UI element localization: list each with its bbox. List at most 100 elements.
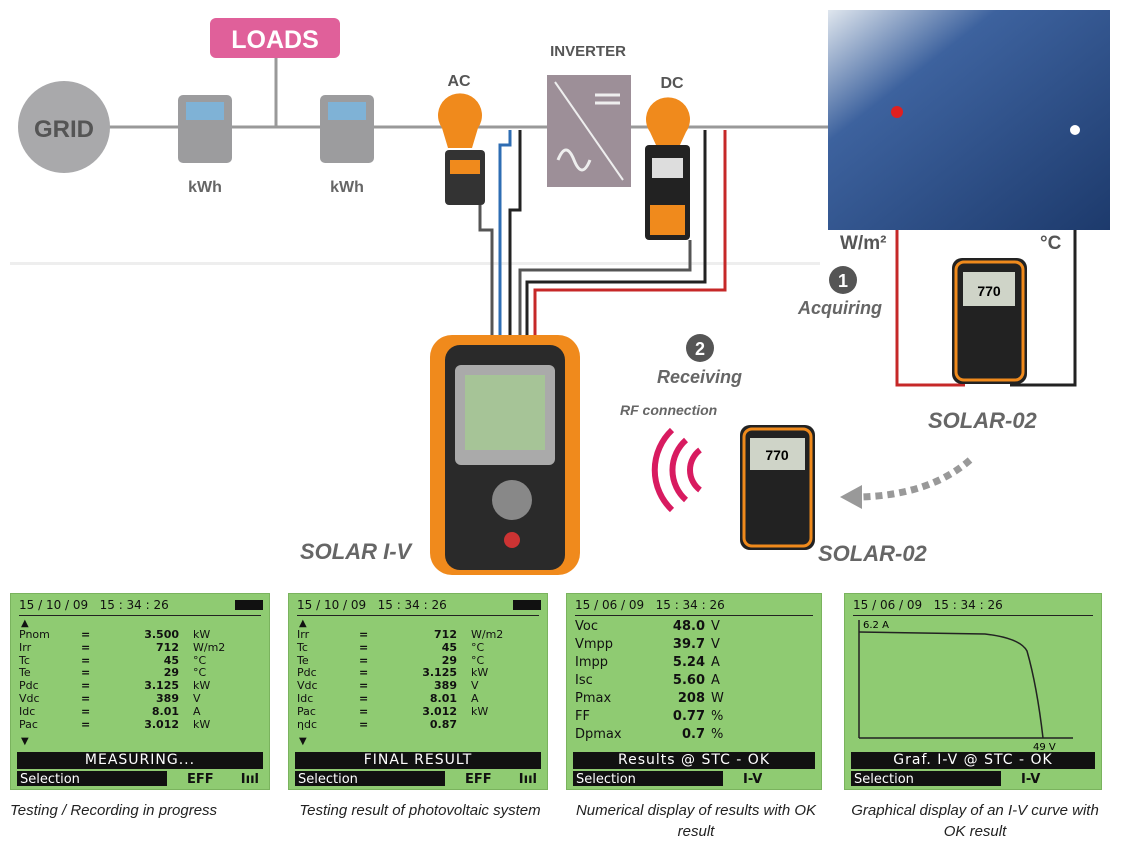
- row-k: FF: [575, 709, 590, 724]
- caption-numeric: Numerical display of results with OK res…: [575, 802, 817, 840]
- caption-final-result: Testing result of photovoltaic system: [299, 802, 541, 819]
- row-eq: =: [81, 679, 91, 693]
- row-k: Pac: [297, 704, 316, 718]
- date: 15 / 10 / 09: [19, 598, 89, 612]
- measurement-row: Te=29°C: [297, 653, 503, 668]
- row-u: A: [711, 673, 720, 688]
- lcd-header: 15 / 06 / 09 15 : 34 : 26: [575, 598, 813, 616]
- lcd-header: 15 / 06 / 09 15 : 34 : 26: [853, 598, 1093, 616]
- measurement-row: Te = 29 °C: [19, 667, 225, 680]
- solar-iv-label: SOLAR I-V: [300, 539, 414, 564]
- result-row: FF 0.77%: [575, 708, 725, 726]
- row-k: Te: [19, 666, 31, 680]
- row-k: Pmax: [575, 691, 612, 706]
- row-v: 29: [163, 666, 179, 680]
- selection-softkey[interactable]: Selection: [17, 771, 167, 787]
- row-u: V: [711, 619, 720, 634]
- irradiance-label: W/m²: [840, 233, 886, 254]
- time: 15 : 34 : 26: [655, 598, 725, 612]
- measurement-row: ηdc=0.87: [297, 718, 503, 732]
- scroll-up-icon[interactable]: ▲: [299, 618, 307, 629]
- row-eq: =: [81, 628, 91, 641]
- row-v: 712: [434, 628, 457, 641]
- iv-curve-chart: 6.2 A 49 V: [858, 620, 1073, 752]
- row-k: Isc: [575, 673, 593, 688]
- battery-icon: [513, 600, 541, 610]
- row-eq: =: [81, 653, 91, 667]
- kwh-label: kWh: [188, 179, 222, 196]
- scroll-up-icon[interactable]: ▲: [21, 618, 29, 629]
- row-v: 389: [434, 679, 457, 693]
- receiving-label: Receiving: [657, 367, 742, 387]
- sensor-display: 770: [765, 447, 789, 463]
- rf-connection-label: RF connection: [620, 402, 717, 418]
- row-u: °C: [193, 653, 207, 667]
- row-k: Tc: [19, 653, 30, 667]
- selection-softkey[interactable]: Selection: [573, 771, 723, 787]
- result-row: Pmax 208 W: [575, 690, 725, 708]
- lcd-header: 15 / 10 / 09 15 : 34 : 26: [297, 598, 539, 616]
- date: 15 / 06 / 09: [853, 598, 923, 612]
- battery-icon: [235, 600, 263, 610]
- row-v: 29: [441, 653, 457, 667]
- row-k: Irr: [297, 628, 310, 641]
- row-u: W/m2: [193, 640, 226, 654]
- row-eq: =: [81, 666, 91, 680]
- measurement-row: Tc=45°C: [19, 653, 225, 668]
- row-eq: =: [81, 717, 91, 731]
- selection-softkey[interactable]: Selection: [295, 771, 445, 787]
- solar-02-label: SOLAR-02: [928, 408, 1038, 433]
- row-k: Voc: [575, 619, 598, 634]
- x-max-label: 49 V: [1033, 742, 1056, 752]
- row-eq: =: [359, 653, 369, 667]
- row-k: Idc: [297, 691, 314, 705]
- solar-panel-image: [828, 10, 1110, 230]
- row-u: V: [193, 691, 201, 705]
- row-v: 3.500: [144, 628, 179, 641]
- lcd-header: 15 / 10 / 09 15 : 34 : 26: [19, 598, 261, 616]
- grid-label: GRID: [34, 116, 94, 143]
- row-v: 0.77: [672, 709, 705, 724]
- row-v: 3.125: [422, 666, 457, 680]
- row-u: A: [193, 704, 201, 718]
- row-k: Tc: [297, 640, 308, 654]
- wires: [478, 112, 1077, 387]
- solar-02-device-2: 770: [740, 425, 815, 550]
- row-v: 3.012: [422, 704, 457, 718]
- row-v: 48.0: [672, 619, 705, 634]
- row-u: W: [711, 691, 724, 706]
- kwh-label: kWh: [330, 179, 364, 196]
- scroll-down-icon[interactable]: ▼: [299, 736, 307, 747]
- mode-label: I-V: [1021, 772, 1041, 787]
- inverter-icon: [547, 75, 631, 187]
- dc-label: DC: [660, 75, 684, 92]
- row-v: 8.01: [151, 704, 179, 718]
- row-u: kW: [193, 717, 211, 731]
- row-u: °C: [193, 666, 207, 680]
- status-bar: MEASURING...: [17, 752, 263, 769]
- row-v: 3.125: [144, 679, 179, 693]
- scroll-down-icon[interactable]: ▼: [21, 736, 29, 747]
- time: 15 : 34 : 26: [99, 598, 169, 612]
- row-u: %: [711, 709, 724, 724]
- row-v: 39.7: [672, 637, 705, 652]
- row-v: 208: [677, 691, 705, 706]
- row-u: kW: [193, 679, 211, 693]
- row-v: 712: [156, 640, 179, 654]
- row-eq: =: [359, 679, 369, 693]
- caption-graph: Graphical display of an I-V curve with O…: [851, 802, 1099, 840]
- row-v: 5.24: [672, 655, 705, 670]
- row-eq: =: [359, 704, 369, 718]
- selection-softkey[interactable]: Selection: [851, 771, 1001, 787]
- row-k: Pac: [19, 717, 38, 731]
- row-u: kW: [193, 628, 211, 641]
- step-1-badge: 1: [838, 271, 848, 291]
- grid-node: GRID: [18, 81, 110, 173]
- lcd-iv-graph: 15 / 06 / 09 15 : 34 : 26 6.2 A 49 V Gra…: [844, 593, 1102, 790]
